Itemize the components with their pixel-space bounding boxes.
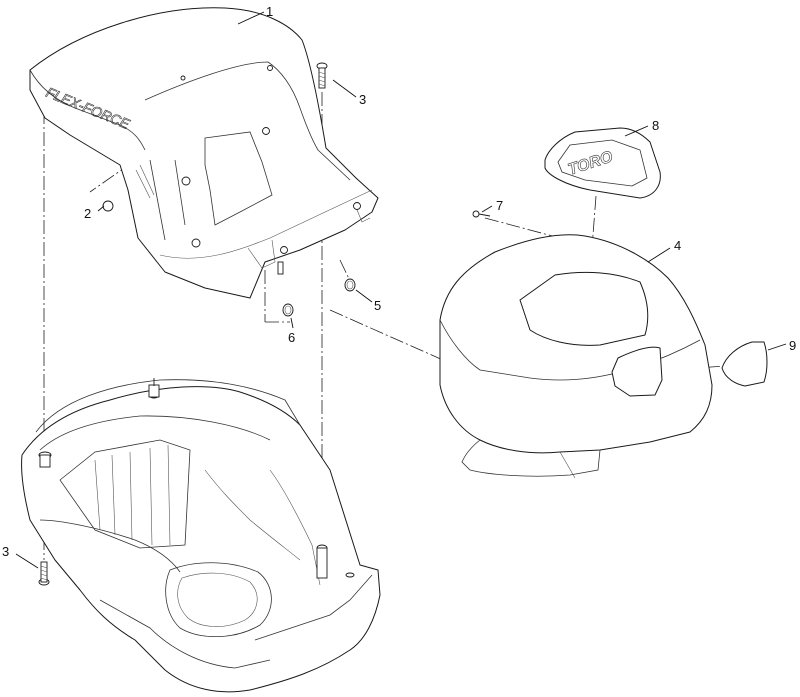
pin-part-7 xyxy=(472,210,491,218)
callout-6: 6 xyxy=(288,330,295,345)
screw-part-3-upper xyxy=(316,62,328,89)
callout-5: 5 xyxy=(374,298,381,313)
callout-labels: 1 2 3 3 4 5 6 7 8 9 xyxy=(2,4,796,559)
screw-part-3-lower xyxy=(38,561,50,586)
callout-8: 8 xyxy=(652,118,659,133)
plug-part-2 xyxy=(102,200,114,212)
spring-part-6 xyxy=(282,303,294,317)
callout-3-lower: 3 xyxy=(2,544,9,559)
callout-4: 4 xyxy=(674,238,681,253)
side-lens-part-9 xyxy=(721,341,768,387)
callout-2: 2 xyxy=(84,206,91,221)
lower-housing xyxy=(21,378,381,693)
leader-lines xyxy=(15,11,787,569)
callout-7: 7 xyxy=(496,198,503,213)
callout-9: 9 xyxy=(789,338,796,353)
callout-3-upper: 3 xyxy=(359,92,366,107)
spring-part-5 xyxy=(344,278,356,292)
toro-badge-part-8: TORO xyxy=(544,127,661,199)
front-cover-part-4 xyxy=(439,234,713,479)
hood-stud xyxy=(277,261,284,275)
callout-1: 1 xyxy=(266,4,273,19)
upper-hood-part-1: FLEX-FORCE xyxy=(29,7,379,299)
